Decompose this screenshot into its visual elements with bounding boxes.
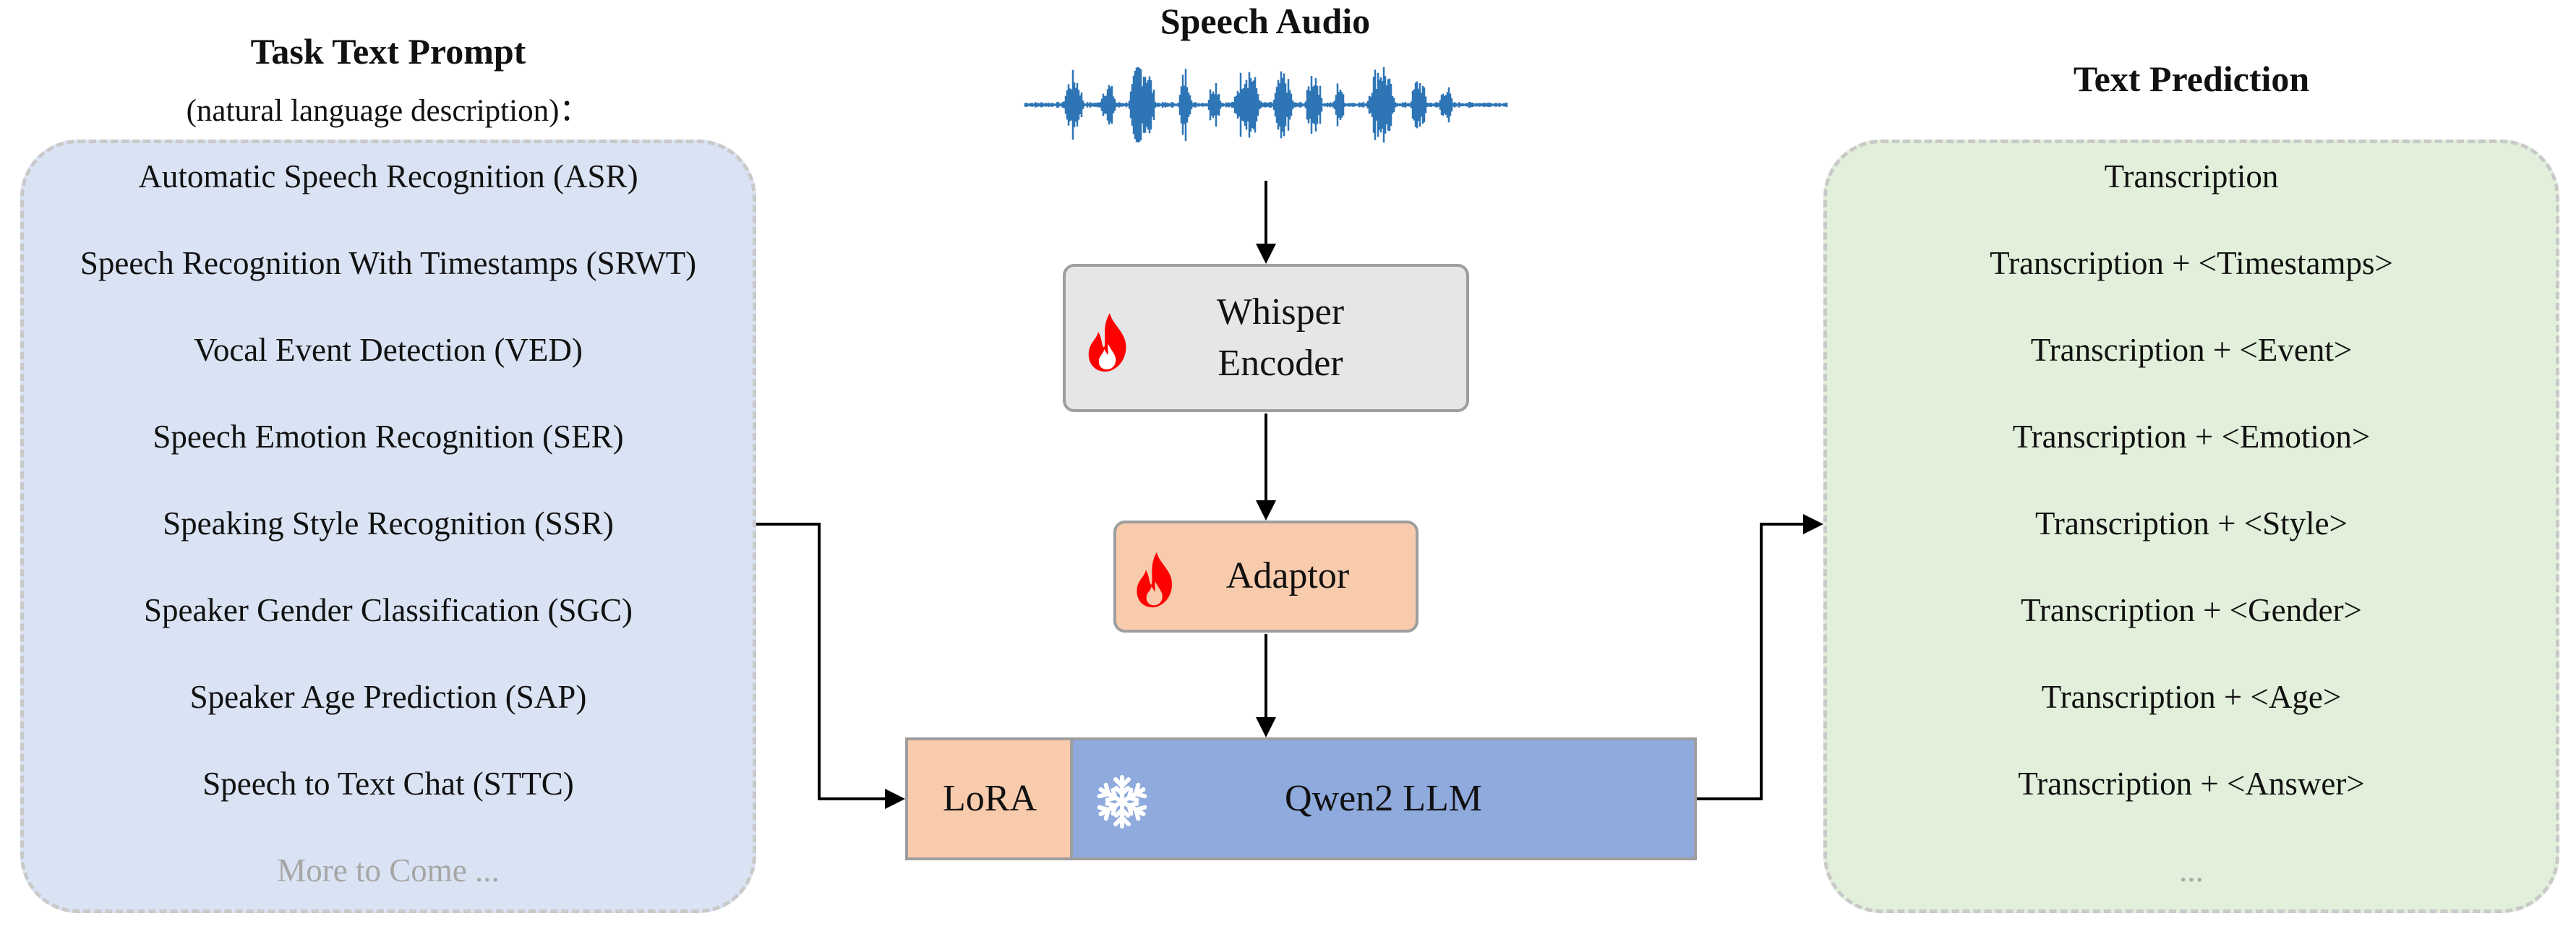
speech-audio-title: Speech Audio <box>1160 1 1371 41</box>
task-item: Speaker Age Prediction (SAP) <box>189 679 587 715</box>
flame-icon <box>1084 312 1134 387</box>
task-item: Vocal Event Detection (VED) <box>194 332 583 368</box>
right-panel-title: Text Prediction <box>2073 59 2310 99</box>
prediction-item: Transcription + <Event> <box>2030 332 2353 368</box>
task-item: Speaker Gender Classification (SGC) <box>143 592 633 628</box>
prediction-item: Transcription + <Age> <box>2041 679 2342 715</box>
prediction-item: Transcription + <Gender> <box>2021 592 2362 628</box>
task-item-more: More to Come ... <box>277 852 500 889</box>
adaptor-block: Adaptor <box>1113 521 1418 633</box>
prediction-item: Transcription <box>2104 158 2279 194</box>
whisper-encoder-label-line2: Encoder <box>1218 342 1343 384</box>
left-panel-subtitle: (natural language description)： <box>186 94 591 128</box>
arrowhead <box>1256 500 1276 521</box>
snowflake-icon <box>1093 773 1151 844</box>
lora-label: LoRA <box>943 777 1037 819</box>
task-item: Speaking Style Recognition (SSR) <box>163 505 614 541</box>
prediction-item: Transcription + <Answer> <box>2018 766 2365 802</box>
connector-llm-to-prediction <box>1697 523 1809 800</box>
arrowhead <box>1256 244 1276 264</box>
arrowhead <box>885 789 905 809</box>
prediction-item: Transcription + <Emotion> <box>2012 419 2371 455</box>
qwen2-llm-block: Qwen2 LLM <box>1070 737 1697 860</box>
adaptor-label: Adaptor <box>1225 555 1350 597</box>
arrowhead <box>1803 514 1823 534</box>
lora-block: LoRA <box>905 737 1071 860</box>
waveform-icon <box>1024 67 1508 143</box>
prediction-item: Transcription + <Style> <box>2035 505 2348 541</box>
arrowhead <box>1256 717 1276 737</box>
qwen2-llm-label: Qwen2 LLM <box>1285 777 1482 819</box>
task-item: Speech to Text Chat (STTC) <box>202 766 574 802</box>
whisper-encoder-block: Whisper Encoder <box>1063 264 1469 412</box>
task-item: Speech Recognition With Timestamps (SRWT… <box>80 245 697 281</box>
task-prompt-panel: Automatic Speech Recognition (ASR) Speec… <box>20 140 756 913</box>
connector-prompt-to-lora <box>756 523 891 800</box>
flame-icon <box>1132 551 1180 622</box>
task-item: Speech Emotion Recognition (SER) <box>153 419 624 455</box>
prediction-item-more: ... <box>2179 852 2204 889</box>
prediction-item: Transcription + <Timestamps> <box>1990 245 2393 281</box>
text-prediction-panel: Transcription Transcription + <Timestamp… <box>1823 140 2559 913</box>
task-item: Automatic Speech Recognition (ASR) <box>138 158 638 194</box>
left-panel-title: Task Text Prompt <box>250 31 526 72</box>
whisper-encoder-label-line1: Whisper <box>1216 291 1345 333</box>
